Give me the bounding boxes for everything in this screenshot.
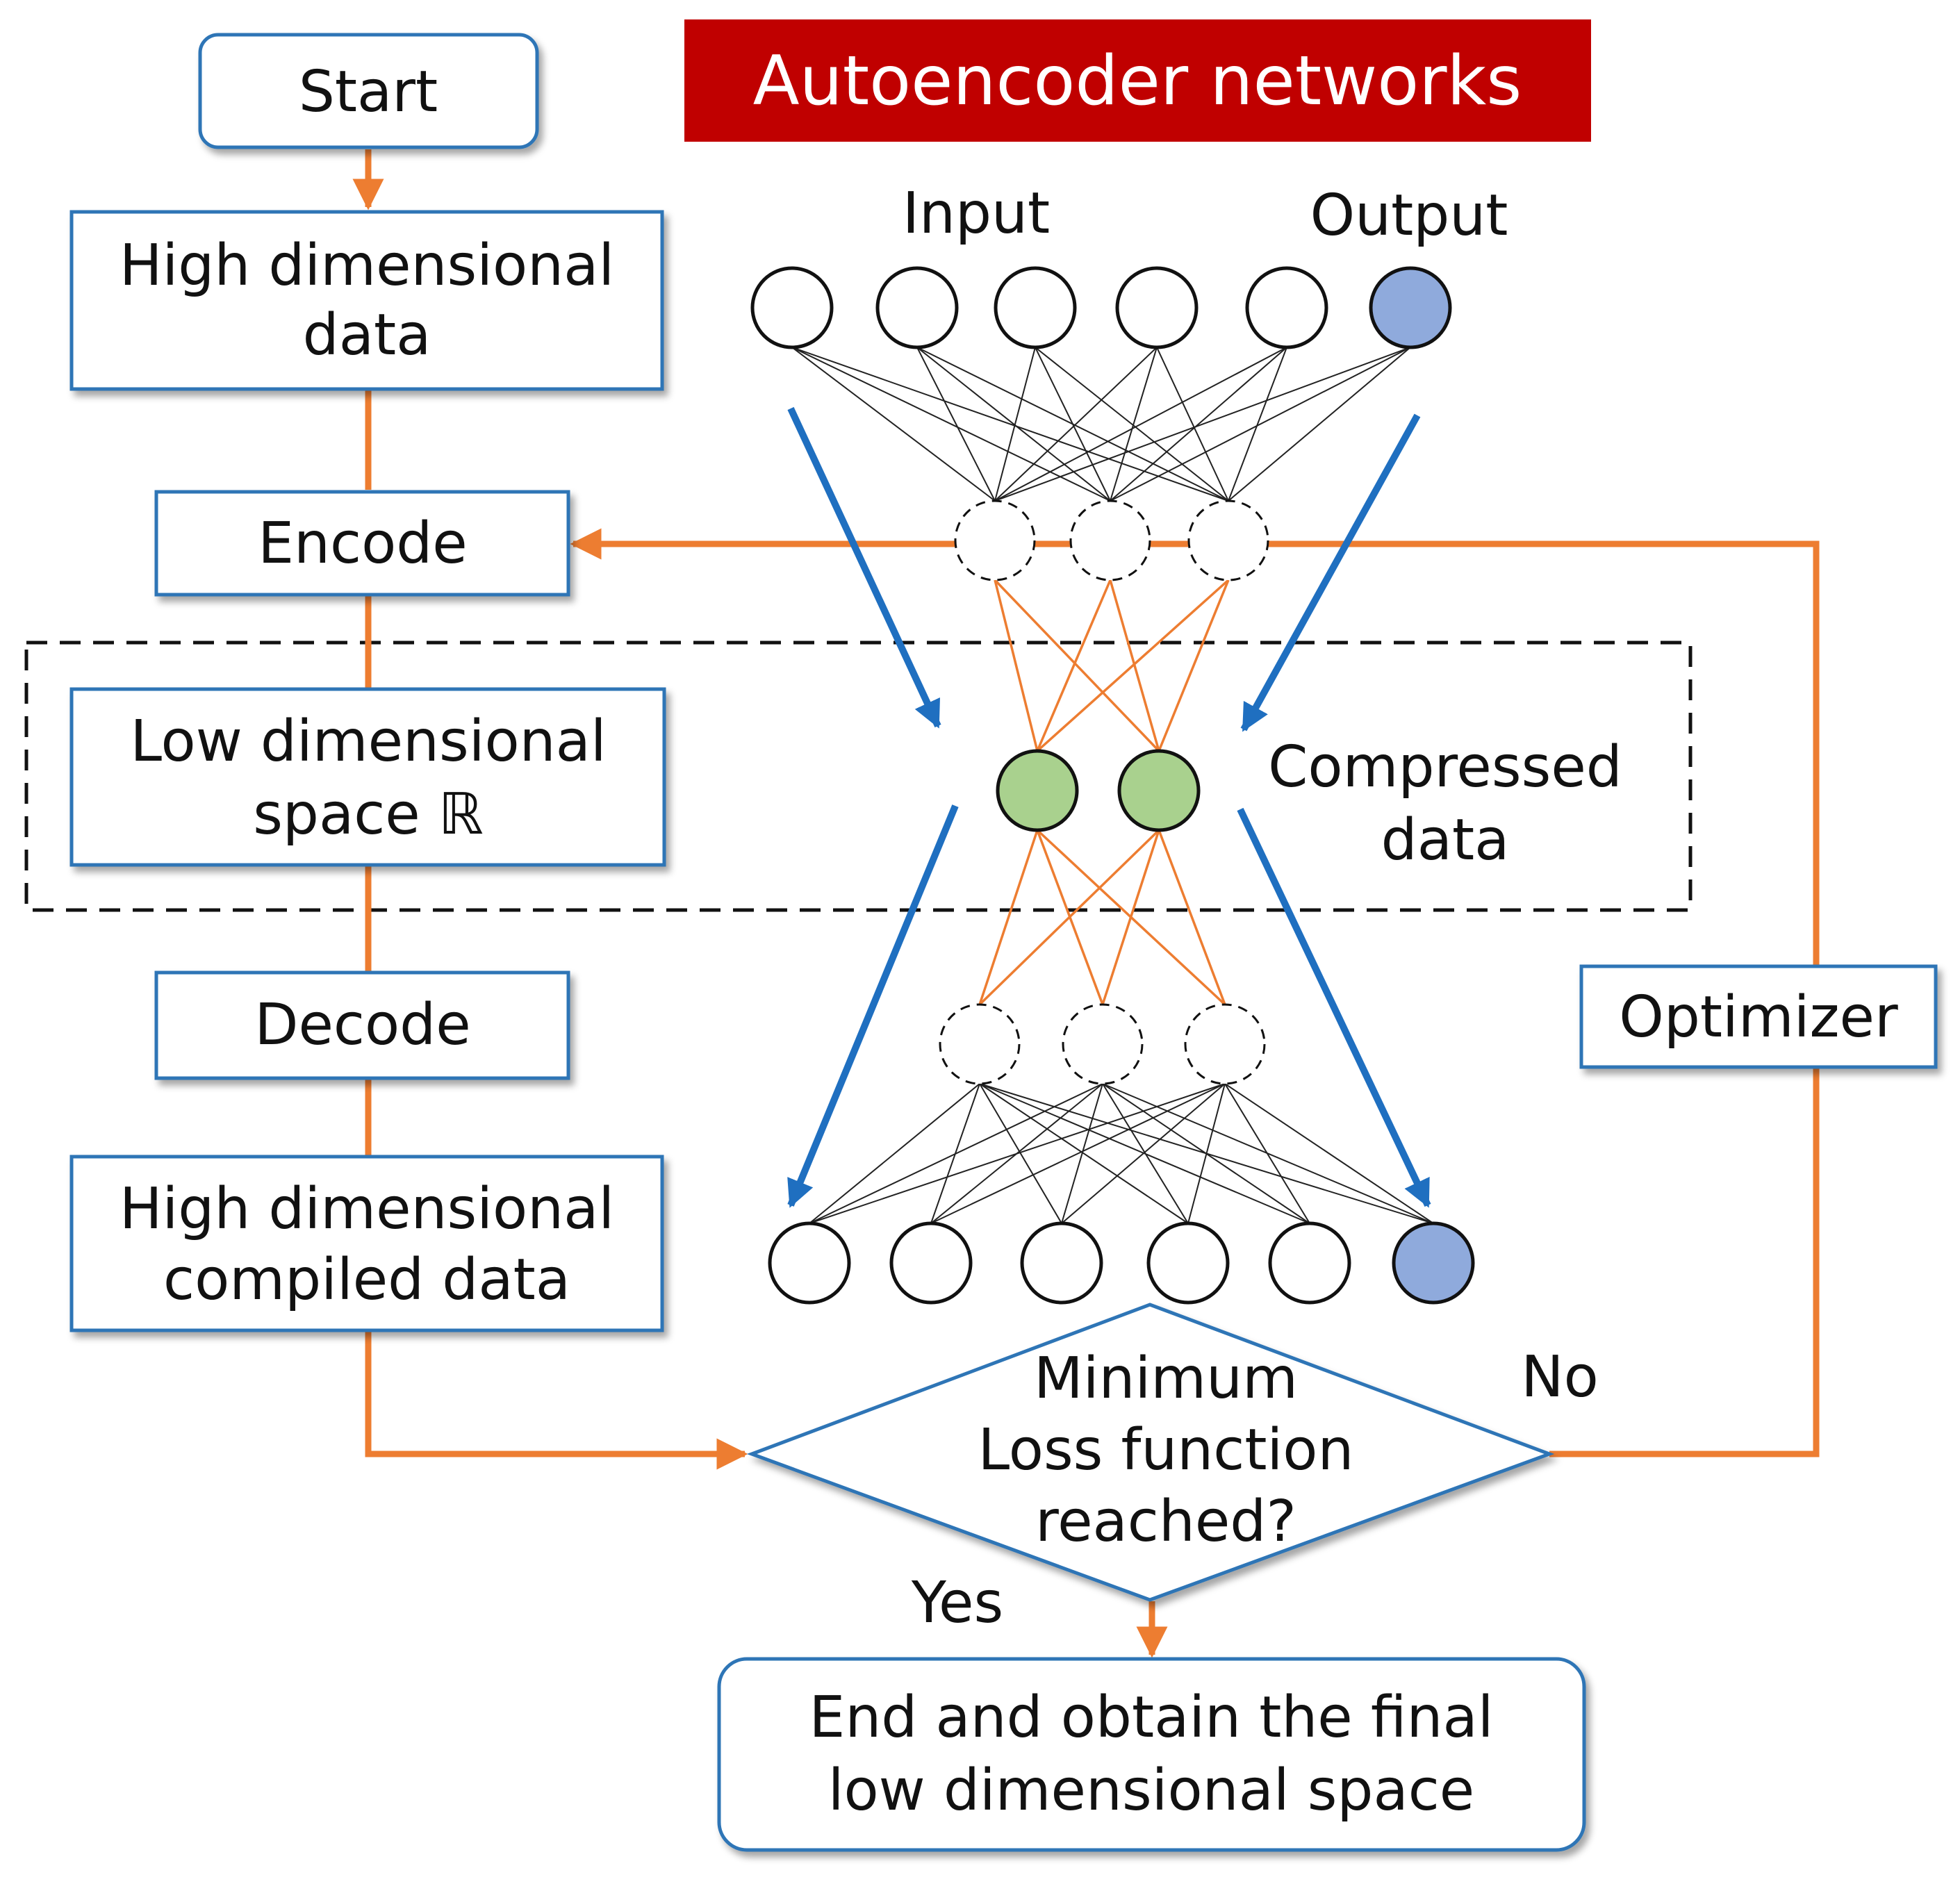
network-edge (930, 1083, 1226, 1224)
start-node: Start (198, 33, 539, 149)
reconstructed-node (1146, 1221, 1230, 1305)
decision-line1: Minimum (1034, 1346, 1298, 1412)
reconstructed-node (768, 1221, 851, 1305)
high-dim-data-line2: data (303, 302, 431, 368)
network-edge (994, 347, 1287, 502)
no-label: No (1521, 1344, 1599, 1410)
input-node (1115, 266, 1199, 349)
reconstructed-node (1020, 1221, 1103, 1305)
network-edge (994, 347, 1158, 502)
input-node (994, 266, 1077, 349)
output-node (1392, 1221, 1475, 1305)
network-edge (979, 1083, 1062, 1224)
encode-text: Encode (258, 511, 468, 577)
decode-direction-arrow (787, 804, 959, 1208)
title-text: Autoencoder networks (753, 42, 1522, 121)
decision-diamond: Minimum Loss function reached? (746, 1303, 1555, 1602)
decode-box: Decode (154, 970, 570, 1080)
network-edge (1187, 1083, 1226, 1224)
yes-label: Yes (911, 1570, 1003, 1636)
encode-box: Encode (154, 490, 570, 597)
low-dim-line2: space ℝ (253, 782, 484, 848)
reconstructed-node (889, 1221, 973, 1305)
encode-direction-arrow (1240, 413, 1421, 732)
compressed-label-line1: Compressed (1268, 734, 1622, 800)
output-node (1369, 266, 1452, 349)
network-edge (809, 1083, 980, 1224)
network-edge (1110, 347, 1411, 502)
low-dimensional-space-box: Low dimensional space ℝ (69, 687, 666, 867)
network-edge (979, 1083, 1189, 1224)
direction-arrows (787, 406, 1431, 1208)
input-node (750, 266, 834, 349)
network-edge (994, 347, 1411, 502)
network-edge (809, 1083, 1103, 1224)
network-edge (916, 347, 1111, 502)
network-edge (1110, 347, 1158, 502)
compressed-node (1117, 749, 1201, 832)
network-edge (809, 1083, 1226, 1224)
decision-line2: Loss function (978, 1417, 1354, 1483)
network-edge-decoder (978, 829, 1160, 1006)
network-edge (1110, 347, 1287, 502)
end-line2: low dimensional space (828, 1758, 1475, 1824)
end-line1: End and obtain the final (809, 1685, 1494, 1751)
decode-direction-arrow (1237, 807, 1431, 1208)
input-node (1245, 266, 1328, 349)
encode-direction-arrow (787, 406, 941, 729)
network-edge (1035, 347, 1229, 502)
network-edge (1224, 1083, 1310, 1224)
network-edge-decoder (1158, 829, 1226, 1005)
optimizer-text: Optimizer (1619, 984, 1898, 1050)
hidden-node (1187, 499, 1269, 581)
hidden-node (954, 499, 1036, 581)
input-label: Input (903, 181, 1050, 247)
high-dim-data-line1: High dimensional (120, 233, 614, 299)
output-label: Output (1310, 183, 1508, 249)
input-node (875, 266, 959, 349)
end-node: End and obtain the final low dimensional… (717, 1657, 1586, 1852)
network-edge (1061, 1083, 1226, 1224)
network-edge (791, 347, 996, 502)
start-text: Start (299, 59, 438, 125)
compressed-label-line2: data (1381, 807, 1510, 873)
decision-line3: reached? (1035, 1489, 1296, 1555)
network-edge-decoder (978, 829, 1039, 1005)
compiled-line2: compiled data (163, 1247, 570, 1313)
title-banner: Autoencoder networks (684, 19, 1591, 142)
low-dim-line1: Low dimensional (130, 709, 606, 775)
high-dimensional-compiled-box: High dimensional compiled data (69, 1155, 664, 1332)
network-nodes (750, 266, 1475, 1305)
network-edge-encoder (994, 579, 1039, 752)
network-edge (916, 347, 996, 502)
network-edges (791, 347, 1434, 1224)
network-edge-encoder (1036, 579, 1112, 752)
network-edge (994, 347, 1036, 502)
network-edge-encoder (994, 579, 1160, 752)
compiled-line1: High dimensional (120, 1176, 614, 1242)
network-edge (1228, 347, 1411, 502)
network-edge-encoder (1158, 579, 1230, 752)
network-edge (791, 347, 1111, 502)
network-edge-encoder (1036, 579, 1230, 752)
high-dimensional-data-box: High dimensional data (69, 210, 664, 391)
hidden-node (939, 1003, 1021, 1085)
reconstructed-node (1268, 1221, 1351, 1305)
network-edge (1224, 1083, 1434, 1224)
decode-text: Decode (254, 992, 470, 1058)
compressed-node (996, 749, 1079, 832)
hidden-node (1069, 499, 1151, 581)
network-edge (1228, 347, 1287, 502)
network-edge (1156, 347, 1229, 502)
network-edge (1035, 347, 1111, 502)
network-edge-decoder (1101, 829, 1160, 1005)
network-edge (1102, 1083, 1189, 1224)
network-edge (791, 347, 1229, 502)
hidden-node (1062, 1003, 1144, 1085)
hidden-node (1184, 1003, 1266, 1085)
optimizer-box: Optimizer (1579, 964, 1938, 1069)
network-edge (1061, 1083, 1103, 1224)
